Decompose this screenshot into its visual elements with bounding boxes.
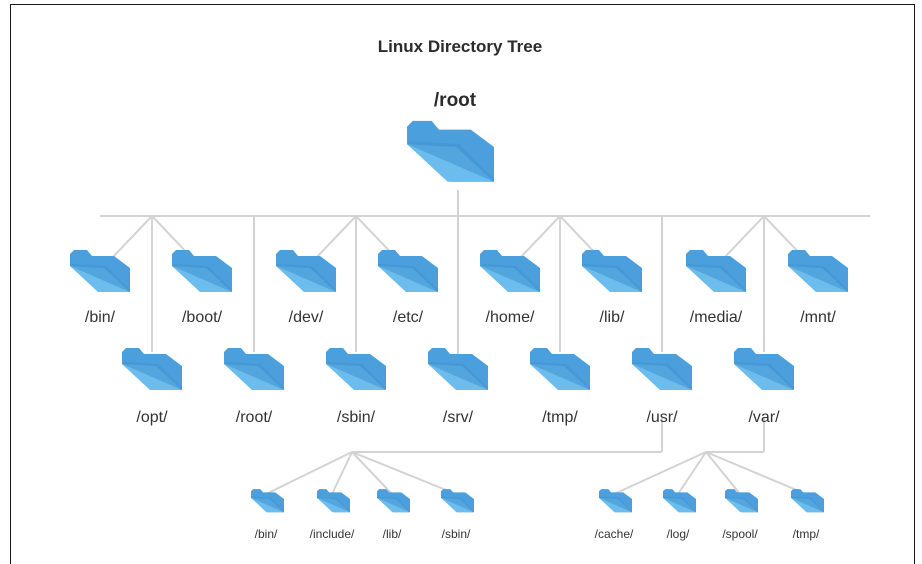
- dir-label: /root/: [236, 409, 273, 426]
- dir-label: /lib/: [600, 309, 625, 326]
- folder-icon: [791, 489, 824, 513]
- folder-icon: [480, 250, 540, 292]
- folder-icon: [70, 250, 130, 292]
- folder-icon: [599, 489, 632, 513]
- folder-icon: [276, 250, 336, 292]
- root-label: /root: [434, 90, 477, 111]
- dir-label: /dev/: [289, 309, 324, 326]
- connector-line: [351, 451, 457, 495]
- folder-icon: [441, 489, 474, 513]
- connector-line: [315, 215, 357, 259]
- folder-icon: [317, 489, 350, 513]
- connector-line: [519, 215, 561, 259]
- var-subdir-label: /spool/: [722, 527, 758, 541]
- dir-label: /opt/: [136, 409, 168, 426]
- dir-label: /var/: [748, 409, 780, 426]
- var-subdir-label: /tmp/: [793, 527, 820, 541]
- var-subdir-label: /log/: [667, 527, 690, 541]
- connector-line: [677, 451, 707, 495]
- usr-subdir-label: /sbin/: [442, 527, 471, 541]
- folder-icon: [251, 489, 284, 513]
- folder-icon: [530, 348, 590, 390]
- dir-label: /sbin/: [337, 409, 376, 426]
- dir-label: /tmp/: [542, 409, 578, 426]
- dir-label: /srv/: [443, 409, 474, 426]
- dir-label: /usr/: [646, 409, 678, 426]
- folder-icon: [172, 250, 232, 292]
- connector-lines: [100, 190, 870, 495]
- folder-icon: [686, 250, 746, 292]
- connector-line: [705, 451, 807, 495]
- dir-label: /etc/: [393, 309, 424, 326]
- connector-line: [351, 451, 393, 495]
- root-folder-icon: [407, 120, 494, 182]
- folder-icon: [788, 250, 848, 292]
- dir-label: /media/: [690, 309, 743, 326]
- folder-icon: [663, 489, 696, 513]
- dir-label: /bin/: [85, 309, 116, 326]
- connector-line: [331, 451, 353, 495]
- connector-line: [705, 451, 741, 495]
- folder-icon: [632, 348, 692, 390]
- folder-icon: [122, 348, 182, 390]
- folder-icon: [734, 348, 794, 390]
- diagram-title: Linux Directory Tree: [378, 37, 542, 56]
- folder-icon: [224, 348, 284, 390]
- diagram-frame: [10, 4, 915, 564]
- folder-labels: /bin/ /boot/ /dev/ /etc/ /home/ /lib/ /media/ /…: [85, 309, 836, 541]
- connector-line: [723, 215, 765, 259]
- folder-icon: [377, 489, 410, 513]
- folder-icon: [428, 348, 488, 390]
- connector-line: [265, 451, 353, 495]
- dir-label: /home/: [486, 309, 535, 326]
- folder-icon: [378, 250, 438, 292]
- var-subdir-label: /cache/: [595, 527, 634, 541]
- connector-line: [111, 215, 153, 259]
- dir-label: /mnt/: [800, 309, 836, 326]
- dir-label: /boot/: [182, 309, 223, 326]
- folder-icon: [582, 250, 642, 292]
- usr-subdir-label: /bin/: [255, 527, 278, 541]
- usr-subdir-label: /lib/: [383, 527, 402, 541]
- folder-icon: [326, 348, 386, 390]
- usr-subdir-label: /include/: [310, 527, 355, 541]
- connector-line: [613, 451, 707, 495]
- folder-icon: [725, 489, 758, 513]
